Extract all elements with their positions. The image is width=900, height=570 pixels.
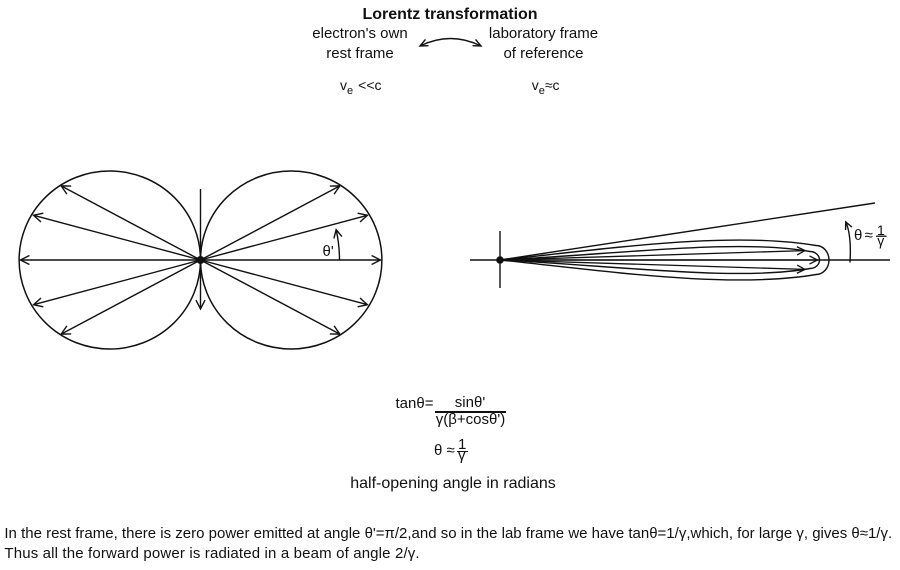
svg-text:1: 1	[877, 222, 885, 238]
svg-text:≈: ≈	[865, 227, 873, 244]
svg-text:γ: γ	[877, 232, 884, 248]
svg-text:θ: θ	[854, 227, 862, 244]
svg-text:θ': θ'	[323, 243, 334, 260]
